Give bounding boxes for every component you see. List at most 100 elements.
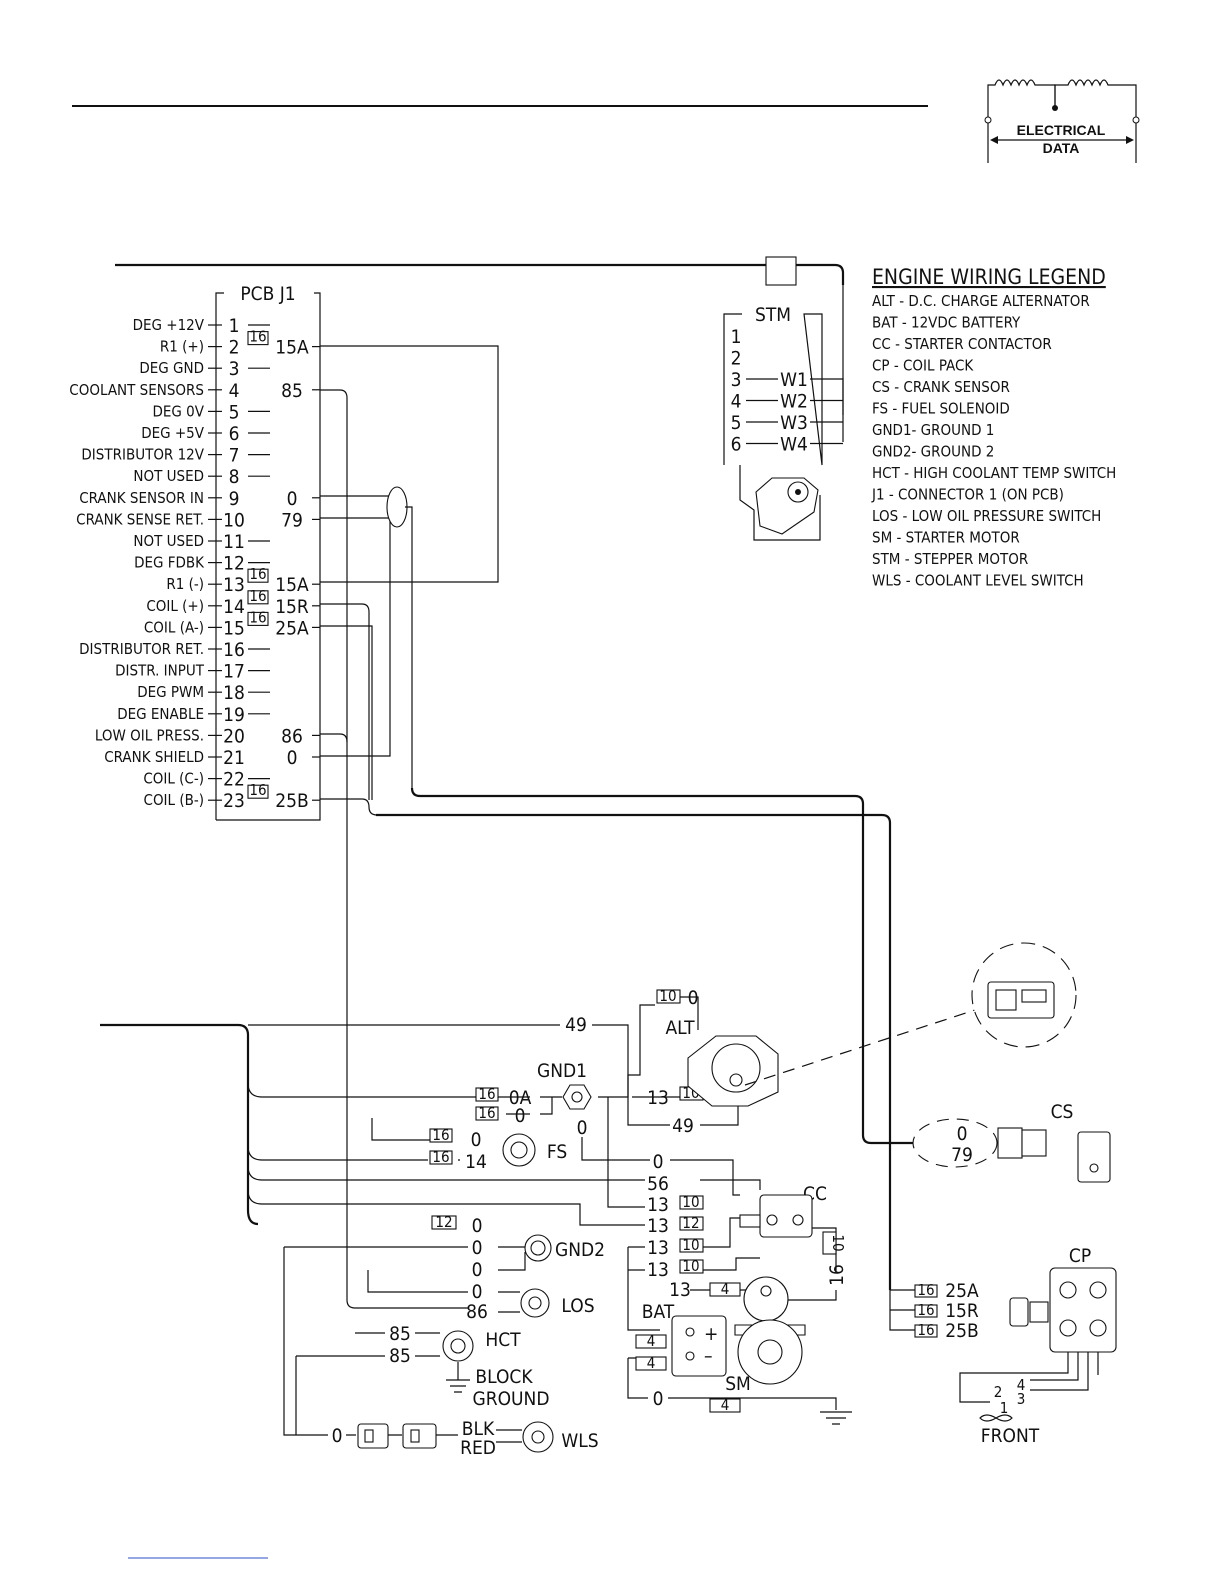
pcb-pin-number: 21 xyxy=(223,747,245,769)
legend-item: WLS - COOLANT LEVEL SWITCH xyxy=(872,572,1084,590)
harness-line-top xyxy=(115,263,845,285)
legend-item: J1 - CONNECTOR 1 (ON PCB) xyxy=(871,486,1064,504)
wls-wire-blk: BLK xyxy=(462,1418,495,1440)
svg-text:10: 10 xyxy=(829,1234,847,1251)
engine-wiring-legend: ENGINE WIRING LEGEND ALT - D.C. CHARGE A… xyxy=(871,265,1116,590)
pcb-pin-number: 23 xyxy=(223,790,245,812)
svg-text:49: 49 xyxy=(672,1115,694,1137)
pcb-pin-number: 22 xyxy=(223,769,245,791)
pcb-pin-number: 2 xyxy=(229,337,240,359)
stm-pin-number: 2 xyxy=(731,348,742,370)
svg-text:10: 10 xyxy=(682,1193,699,1211)
svg-text:16: 16 xyxy=(917,1321,934,1339)
pcb-pin-number: 14 xyxy=(223,596,245,618)
pcb-pin-number: 17 xyxy=(223,661,245,683)
alternator: ALT xyxy=(665,1009,976,1107)
pcb-pin-number: 16 xyxy=(223,639,245,661)
starter-motor: SM xyxy=(725,1276,806,1395)
svg-text:10: 10 xyxy=(682,1257,699,1275)
stm-wire-label: W4 xyxy=(780,434,808,456)
svg-text:4: 4 xyxy=(1017,1376,1026,1394)
fs-label: FS xyxy=(547,1141,567,1163)
pcb-pin-number: 9 xyxy=(229,488,240,510)
stm-harness-connector xyxy=(765,256,797,286)
svg-text:4: 4 xyxy=(647,1354,656,1372)
legend-item: ALT - D.C. CHARGE ALTERNATOR xyxy=(872,292,1090,310)
pcb-pin-number: 12 xyxy=(223,553,245,575)
gnd1-label: GND1 xyxy=(537,1060,587,1082)
svg-text:12: 12 xyxy=(435,1213,452,1231)
pcb-pin-label: CRANK SENSOR IN xyxy=(79,489,204,507)
svg-text:0: 0 xyxy=(472,1259,483,1281)
svg-text:0: 0 xyxy=(515,1105,526,1127)
pcb-pin-number: 13 xyxy=(223,574,245,596)
legend-item: LOS - LOW OIL PRESSURE SWITCH xyxy=(872,507,1101,525)
high-coolant-temp-switch: HCT BLOCK GROUND xyxy=(442,1329,550,1410)
pcb-pin-number: 3 xyxy=(229,358,240,380)
alt-label: ALT xyxy=(665,1017,695,1039)
pcb-pin-label: COOLANT SENSORS xyxy=(69,381,204,399)
pcb-pin-number: 15 xyxy=(223,617,245,639)
legend-item: FS - FUEL SOLENOID xyxy=(872,400,1010,418)
lower-wire-labels: 10 0 49 16 0A 16 0 0 16 0 16 14 13 10 49… xyxy=(332,987,848,1459)
svg-text:0: 0 xyxy=(653,1388,664,1410)
pcb-pin-label: LOW OIL PRESS. xyxy=(95,726,204,744)
wire-49-top: 49 xyxy=(565,1014,587,1036)
svg-text:86: 86 xyxy=(466,1301,488,1323)
pcb-pin-label: DEG +5V xyxy=(141,424,205,442)
pcb-pin-label: DISTR. INPUT xyxy=(115,662,205,680)
block-ground-1: BLOCK xyxy=(475,1366,533,1388)
svg-text:0: 0 xyxy=(472,1281,483,1303)
crank-sensor: 0 79 CS xyxy=(912,1101,1111,1183)
pcb-pin-label: COIL (+) xyxy=(146,597,204,615)
pcb-wires xyxy=(320,345,915,1331)
svg-text:13: 13 xyxy=(647,1259,669,1281)
legend-item: STM - STEPPER MOTOR xyxy=(872,550,1028,568)
legend-item: GND2- GROUND 2 xyxy=(872,443,994,461)
svg-text:10: 10 xyxy=(659,987,676,1005)
block-ground-2: GROUND xyxy=(472,1388,549,1410)
svg-text:4: 4 xyxy=(721,1396,730,1414)
svg-text:14: 14 xyxy=(465,1151,487,1173)
lower-harness xyxy=(100,996,852,1443)
alt-wire-0: 0 xyxy=(688,987,699,1009)
svg-text:13: 13 xyxy=(669,1279,691,1301)
pcb-wire-number: 0 xyxy=(287,488,298,510)
svg-text:0: 0 xyxy=(577,1117,588,1139)
svg-text:3: 3 xyxy=(1017,1390,1026,1408)
pcb-pin-label: DISTRIBUTOR 12V xyxy=(81,446,204,464)
pcb-pin-number: 18 xyxy=(223,682,245,704)
svg-text:+: + xyxy=(704,1323,718,1345)
low-oil-pressure-switch: LOS xyxy=(520,1288,595,1318)
wire-gauge-label: 16 xyxy=(249,587,266,605)
bat-label: BAT xyxy=(642,1301,675,1323)
pcb-pin-number: 6 xyxy=(229,423,240,445)
svg-text:0: 0 xyxy=(471,1129,482,1151)
svg-text:–: – xyxy=(704,1345,713,1367)
pcb-pin-label: DEG 0V xyxy=(153,402,205,420)
pcb-pin-label: COIL (B-) xyxy=(144,791,204,809)
stm-pin-number: 1 xyxy=(731,326,742,348)
pcb-title: PCB J1 xyxy=(240,283,295,305)
legend-item: CS - CRANK SENSOR xyxy=(872,378,1010,396)
wire-gauge-label: 16 xyxy=(249,781,266,799)
svg-text:16: 16 xyxy=(478,1104,495,1122)
gnd2-label: GND2 xyxy=(555,1239,605,1261)
logo-text-1: ELECTRICAL xyxy=(1017,122,1106,138)
pcb-pin-row: DISTRIBUTOR RET.16 xyxy=(79,639,270,661)
stm-pin-number: 5 xyxy=(731,412,742,434)
front-label: FRONT xyxy=(981,1425,1040,1447)
svg-text:56: 56 xyxy=(647,1173,669,1195)
pcb-pin-label: DEG FDBK xyxy=(134,554,205,572)
pcb-pin-label: COIL (C-) xyxy=(143,770,204,788)
